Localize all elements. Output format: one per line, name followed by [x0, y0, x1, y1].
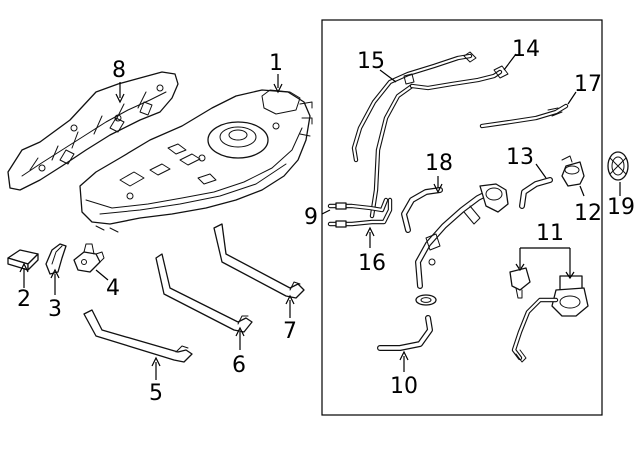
part-1-fuel-tank: [79, 89, 313, 233]
parts-group-frame: [321, 19, 603, 416]
callout-3: 3: [48, 297, 62, 322]
callout-6: 6: [232, 353, 246, 378]
part-9-fuel-line: [327, 197, 389, 213]
callout-12: 12: [574, 201, 602, 226]
callout-9: 9: [304, 205, 318, 230]
part-18-hose: [401, 187, 443, 233]
callout-18: 18: [425, 151, 453, 176]
part-14-fuel-line: [409, 65, 509, 91]
part-4-sensor: [73, 243, 105, 273]
part-17-vapor-tube: [479, 103, 569, 129]
part-11-canister-assembly: [509, 267, 589, 363]
part-3-insulator: [45, 243, 67, 275]
part-12-valve: [561, 155, 585, 187]
callout-2: 2: [17, 287, 31, 312]
callout-7: 7: [283, 319, 297, 344]
callout-16: 16: [358, 251, 386, 276]
part-7-tank-strap: [213, 223, 305, 299]
callout-15: 15: [357, 49, 385, 74]
callout-19: 19: [607, 195, 635, 220]
part-16-fuel-line: [327, 197, 393, 228]
part-6-tank-strap: [155, 253, 253, 333]
part-10-filler-hose: [377, 315, 433, 351]
part-8-heat-shield: [7, 71, 179, 191]
callout-4: 4: [106, 276, 120, 301]
part-15-fuel-line: [351, 51, 477, 219]
callout-10: 10: [390, 374, 418, 399]
callout-5: 5: [149, 381, 163, 406]
callout-labels: 1 2 3 4 5 6 7 8 9 10 11 12 13 14 15 16 1…: [17, 37, 635, 406]
callout-11: 11: [536, 221, 564, 246]
part-5-tank-strap: [83, 309, 193, 363]
part-19-filler-cap: [607, 151, 629, 181]
part-2-pad: [7, 249, 39, 271]
callout-1: 1: [269, 51, 283, 76]
callout-8: 8: [112, 58, 126, 83]
leaders: [19, 53, 621, 380]
callout-17: 17: [574, 72, 602, 97]
part-filler-neck: [415, 183, 509, 289]
callout-13: 13: [506, 145, 534, 170]
part-13-small-hose: [519, 177, 553, 209]
part-filler-ring: [415, 294, 437, 306]
callout-14: 14: [512, 37, 540, 62]
